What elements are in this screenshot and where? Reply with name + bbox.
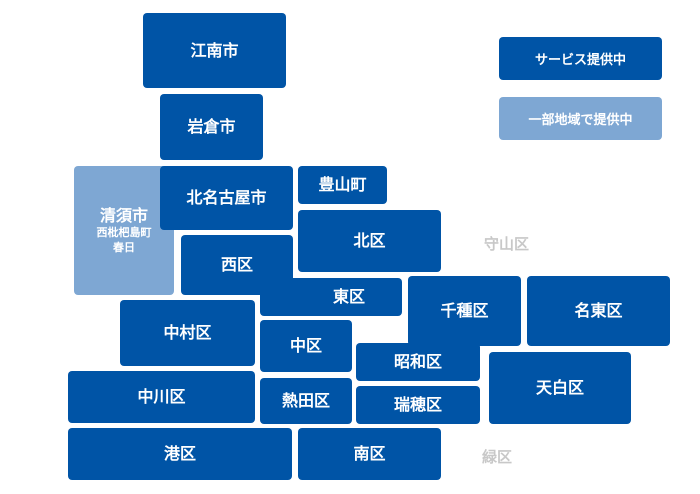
area-kitanagoya[interactable]: 北名古屋市 — [160, 166, 293, 230]
area-konan[interactable]: 江南市 — [143, 13, 286, 88]
area-label: 中川区 — [137, 387, 186, 406]
area-midori-unserved: 緑区 — [482, 448, 513, 466]
area-kiyosu[interactable]: 清須市 西枇杷島町 春日 — [74, 166, 174, 295]
legend-partial-label: 一部地域で提供中 — [528, 113, 633, 128]
area-label: 江南市 — [190, 40, 239, 60]
area-meito[interactable]: 名東区 — [527, 276, 670, 346]
area-label: 北名古屋市 — [186, 188, 267, 207]
area-kita[interactable]: 北区 — [298, 210, 441, 272]
area-label: 岩倉市 — [187, 117, 236, 136]
area-label: 昭和区 — [393, 352, 442, 371]
area-label: 瑞穂区 — [393, 395, 442, 414]
area-toyoyama[interactable]: 豊山町 — [298, 166, 387, 204]
legend-full-service: サービス提供中 — [499, 37, 662, 80]
area-label: 中区 — [289, 336, 322, 355]
legend-partial-service: 一部地域で提供中 — [499, 97, 662, 140]
area-label: 南区 — [353, 444, 386, 463]
area-label: 中村区 — [163, 323, 212, 342]
area-tempaku[interactable]: 天白区 — [489, 352, 631, 424]
area-label: 港区 — [163, 444, 196, 463]
area-showa[interactable]: 昭和区 — [356, 343, 480, 381]
area-iwakura[interactable]: 岩倉市 — [160, 94, 263, 160]
area-label: 西区 — [220, 255, 253, 274]
area-label: 北区 — [353, 231, 386, 250]
area-higashi[interactable]: 東区 — [260, 278, 402, 316]
area-nishi[interactable]: 西区 — [181, 235, 293, 295]
area-nakagawa[interactable]: 中川区 — [68, 371, 255, 423]
area-sublabel: 西枇杷島町 — [96, 225, 152, 239]
area-label: 天白区 — [535, 378, 584, 397]
kiyosu-label-stack: 清須市 西枇杷島町 春日 — [97, 206, 152, 256]
area-label: 豊山町 — [318, 175, 367, 194]
area-label: 清須市 — [99, 205, 148, 225]
legend-full-label: サービス提供中 — [534, 53, 626, 68]
area-atsuta[interactable]: 熱田区 — [260, 378, 352, 424]
area-nakamura[interactable]: 中村区 — [120, 300, 255, 366]
area-chikusa[interactable]: 千種区 — [408, 276, 521, 346]
area-moriyama-unserved: 守山区 — [484, 235, 530, 253]
area-label: 千種区 — [440, 301, 489, 320]
area-label: 熱田区 — [281, 391, 330, 410]
area-label: 東区 — [332, 287, 365, 306]
area-label: 名東区 — [574, 301, 623, 320]
area-mizuho[interactable]: 瑞穂区 — [356, 386, 480, 424]
area-minami[interactable]: 南区 — [298, 428, 441, 480]
area-minato[interactable]: 港区 — [68, 428, 292, 480]
area-sublabel: 春日 — [113, 240, 135, 254]
area-naka[interactable]: 中区 — [260, 320, 352, 372]
